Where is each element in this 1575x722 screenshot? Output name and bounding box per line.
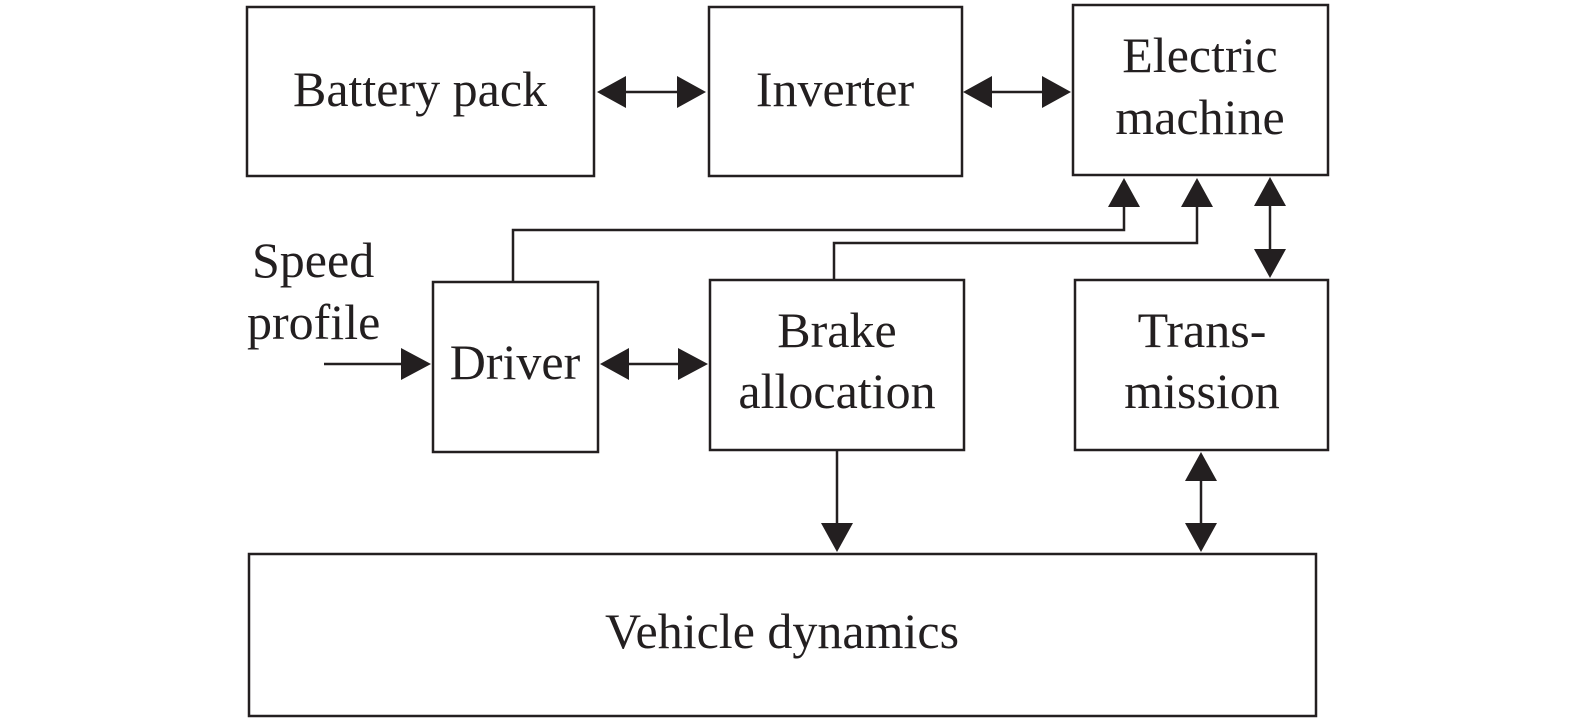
arrow-driver-brake-allocation <box>600 348 708 380</box>
driver-block: Driver <box>431 280 600 454</box>
vehicle-dynamics-block: Vehicle dynamics <box>247 552 1318 718</box>
transmission-block: Trans- mission <box>1073 278 1330 452</box>
driver-label: Driver <box>450 334 581 390</box>
arrow-brake-allocation-vehicle-dynamics <box>821 451 853 552</box>
battery-pack-block: Battery pack <box>245 5 596 178</box>
electric-machine-label-line2: machine <box>1115 89 1284 145</box>
arrow-driver-electric-machine <box>511 178 1140 281</box>
battery-pack-label: Battery pack <box>293 61 547 117</box>
arrow-battery-inverter <box>597 76 706 108</box>
speed-profile-label-line1: Speed <box>252 232 374 288</box>
speed-profile-label-line2: profile <box>247 294 380 350</box>
arrow-inverter-electric-machine <box>963 76 1071 108</box>
brake-allocation-block: Brake allocation <box>708 278 966 452</box>
arrow-electric-machine-transmission <box>1254 177 1286 278</box>
transmission-label-line2: mission <box>1124 363 1280 419</box>
transmission-label-line1: Trans- <box>1138 302 1267 358</box>
arrow-brake-allocation-electric-machine <box>832 178 1213 279</box>
brake-allocation-label-line1: Brake <box>777 302 896 358</box>
electric-machine-block: Electric machine <box>1071 3 1330 177</box>
inverter-label: Inverter <box>756 61 915 117</box>
inverter-block: Inverter <box>707 5 964 178</box>
electric-machine-label-line1: Electric <box>1122 27 1277 83</box>
arrow-speed-profile-driver <box>324 348 431 380</box>
vehicle-dynamics-label: Vehicle dynamics <box>605 603 959 659</box>
arrow-transmission-vehicle-dynamics <box>1185 452 1217 552</box>
brake-allocation-label-line2: allocation <box>738 363 935 419</box>
